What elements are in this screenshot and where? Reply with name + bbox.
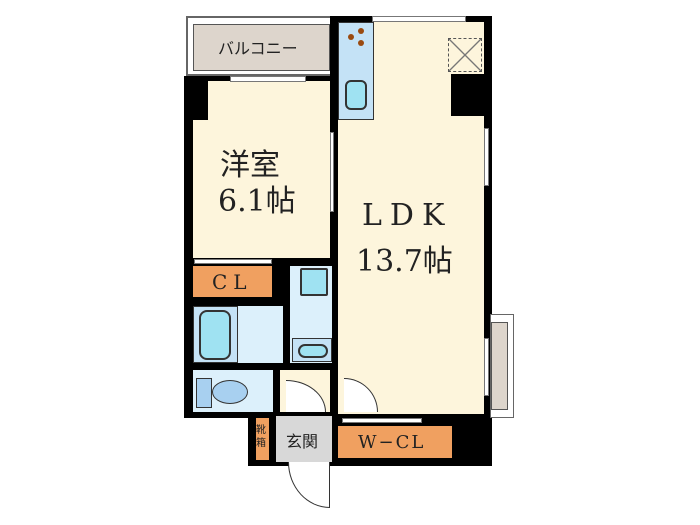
western-room-name: 洋室 (220, 148, 280, 183)
walk-in-closet (338, 426, 452, 458)
closet (193, 266, 272, 297)
side-balcony-floor (491, 322, 508, 410)
toilet-icon (196, 374, 250, 408)
entrance-label: 玄関 (286, 432, 319, 451)
closet-door (194, 259, 272, 264)
entrance (276, 416, 332, 462)
shoe-box (256, 418, 269, 460)
window (372, 16, 466, 22)
sink-icon (345, 80, 367, 110)
shoe-box-label: 靴箱 (256, 425, 266, 449)
wcl-door (342, 418, 422, 423)
washing-machine-icon (300, 268, 328, 296)
window (230, 76, 306, 82)
bathtub-icon (199, 310, 231, 360)
sliding-door (330, 132, 334, 212)
ldk-name: LDK (362, 198, 453, 233)
fridge-space-icon (448, 38, 482, 72)
walk-in-closet-label: W−CL (358, 432, 426, 453)
window (484, 128, 489, 186)
ldk-size: 13.7帖 (356, 244, 453, 279)
entrance-door-swing-icon (288, 462, 330, 508)
western-room-size: 6.1帖 (218, 184, 296, 219)
window (484, 338, 489, 396)
balcony (193, 24, 330, 71)
pillar (186, 78, 208, 120)
balcony-label: バルコニー (218, 39, 298, 58)
wash-basin-icon (298, 344, 328, 358)
closet-label: CL (212, 270, 253, 294)
western-room (193, 81, 330, 258)
stove-icon (348, 28, 368, 48)
pillar (451, 74, 486, 116)
